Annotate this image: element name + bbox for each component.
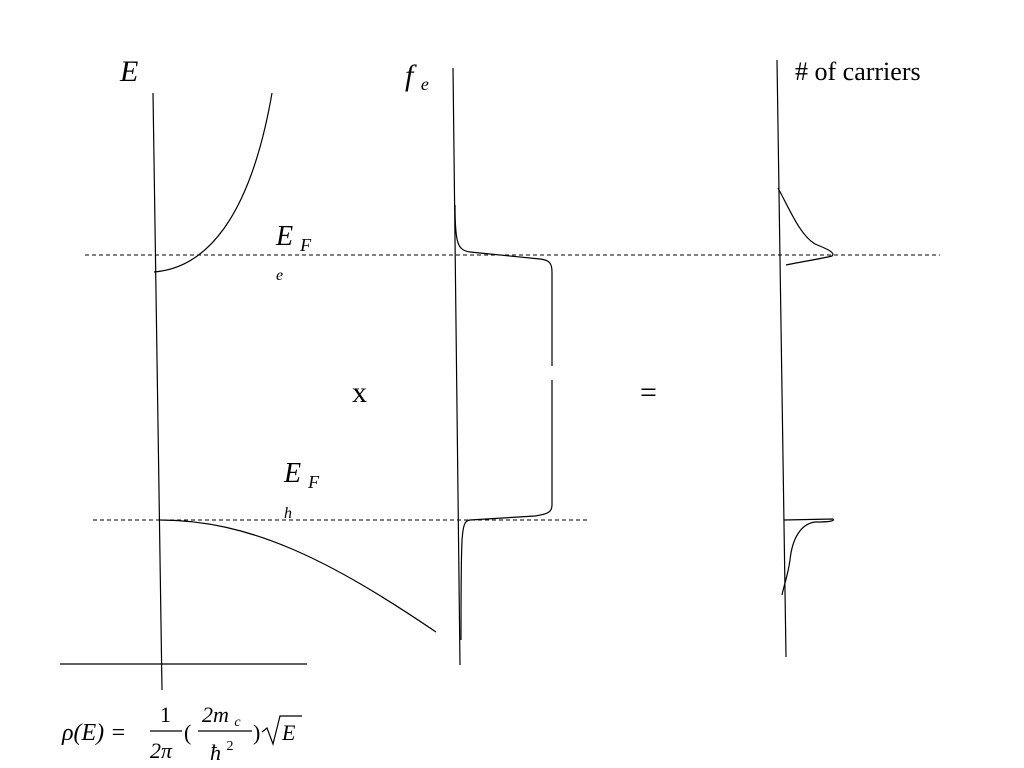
fermi-function-label-sub: e: [421, 74, 429, 94]
formula-frac2-den-sup: 2: [227, 739, 234, 754]
formula-sqrt-sign: [261, 715, 302, 747]
formula-frac1-numerator: 1: [160, 702, 171, 727]
formula-frac2-num-sub: c: [234, 715, 241, 730]
carriers-axis-label: # of carriers: [795, 57, 921, 86]
electron-carrier-peak: [777, 187, 834, 266]
formula-frac2-num-main: 2m: [202, 702, 229, 727]
fermi-function-curve: [454, 204, 553, 641]
fermi-h-label-sub: F: [307, 472, 320, 492]
fermi-h-label-main: E: [283, 458, 301, 489]
energy-axis-line: [152, 92, 163, 691]
fermi-level-e-sub-label: e: [276, 267, 283, 284]
fermi-function-label: f e: [405, 59, 429, 94]
fermi-e-label-main: E: [275, 221, 293, 252]
energy-axis-label: E: [119, 55, 138, 88]
formula-frac1-denominator: 2π: [150, 738, 173, 763]
formula-lhs: ρ(E) =: [61, 720, 126, 746]
fermi-level-h-sub-label: h: [284, 505, 292, 522]
formula-sqrt-argument: E: [281, 720, 296, 745]
equals-sign: =: [640, 376, 657, 409]
fermi-level-h-label: E F: [283, 458, 320, 492]
hole-carrier-peak: [781, 518, 835, 596]
valence-band-dos-curve: [159, 519, 437, 633]
fermi-level-e-label: E F: [275, 221, 312, 255]
multiply-sign: x: [352, 376, 367, 409]
fermi-e-label-sub: F: [299, 235, 312, 255]
density-of-states-formula: ρ(E) = 1 2π ( 2m c ħ 2 ) E: [61, 702, 302, 765]
fermi-function-label-main: f: [405, 59, 417, 92]
conduction-band-dos-curve: [153, 92, 273, 273]
formula-frac2-den-main: ħ: [210, 740, 221, 765]
carriers-axis-line: [776, 59, 787, 658]
formula-open-paren: (: [184, 720, 191, 745]
fermi-function-axis-line: [452, 67, 461, 666]
formula-frac2-numerator: 2m c: [202, 702, 241, 730]
formula-close-paren: ): [253, 720, 260, 745]
formula-frac2-denominator: ħ 2: [210, 739, 234, 765]
